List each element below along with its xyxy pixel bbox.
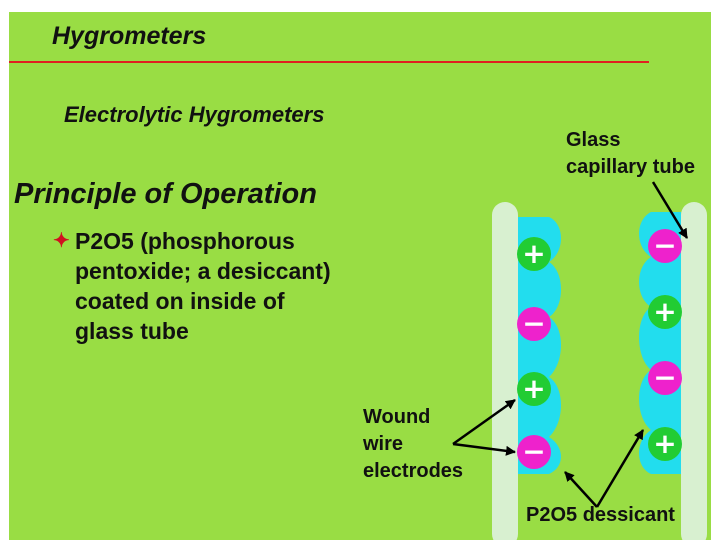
charges-right: − + − +: [648, 229, 682, 461]
slide: Hygrometers Electrolytic Hygrometers Pri…: [9, 12, 711, 540]
hygrometer-diagram: + − + − − + − +: [452, 181, 707, 540]
label-line: wire: [363, 433, 404, 455]
slide-subtitle: Electrolytic Hygrometers: [64, 102, 325, 127]
negative-charge-icon: [517, 307, 551, 341]
arrow-electrode-2: [452, 442, 516, 456]
negative-charge-icon: [648, 229, 682, 263]
bullet-line: coated on inside of: [75, 288, 285, 314]
bullet-line: glass tube: [75, 318, 189, 344]
label-line: capillary tube: [566, 156, 695, 178]
charge-symbol: −: [653, 361, 676, 394]
charge-symbol: +: [653, 427, 676, 460]
arrow-desiccant-1: [564, 471, 598, 508]
arrow-glass-tube: [651, 181, 689, 239]
charges-left: + − + −: [517, 237, 551, 469]
label-wound-wire-electrodes: Wound wire electrodes: [363, 404, 463, 485]
charge-symbol: −: [522, 435, 545, 468]
bullet-line: pentoxide; a desiccant): [75, 258, 331, 284]
bullet-point: ✦ P2O5 (phosphorous pentoxide; a desicca…: [53, 226, 433, 346]
slide-title: Hygrometers: [52, 22, 207, 50]
label-p2o5-dessicant: P2O5 dessicant: [526, 504, 675, 526]
title-divider: [9, 61, 649, 63]
positive-charge-icon: [648, 295, 682, 329]
negative-charge-icon: [517, 435, 551, 469]
positive-charge-icon: [648, 427, 682, 461]
desiccant-left: [518, 217, 561, 474]
positive-charge-icon: [517, 372, 551, 406]
label-line: Glass: [566, 129, 621, 151]
label-line: Wound: [363, 406, 431, 428]
charge-symbol: +: [522, 372, 545, 405]
bullet-star-icon: ✦: [53, 230, 70, 252]
charge-symbol: −: [653, 229, 676, 262]
arrow-desiccant-2: [595, 429, 645, 508]
positive-charge-icon: [517, 237, 551, 271]
bullet-line: P2O5 (phosphorous: [75, 228, 295, 254]
arrow-electrode-1: [452, 398, 516, 446]
charge-symbol: +: [522, 237, 545, 270]
negative-charge-icon: [648, 361, 682, 395]
section-heading: Principle of Operation: [14, 178, 317, 210]
bullet-text: P2O5 (phosphorous pentoxide; a desiccant…: [53, 226, 433, 346]
charge-symbol: −: [522, 307, 545, 340]
glass-tube-right-wall: [681, 202, 707, 540]
desiccant-right: [639, 212, 681, 474]
charge-symbol: +: [653, 295, 676, 328]
label-glass-capillary-tube: Glass capillary tube: [566, 127, 695, 181]
glass-tube-left-wall: [492, 202, 518, 540]
label-line: electrodes: [363, 460, 464, 482]
